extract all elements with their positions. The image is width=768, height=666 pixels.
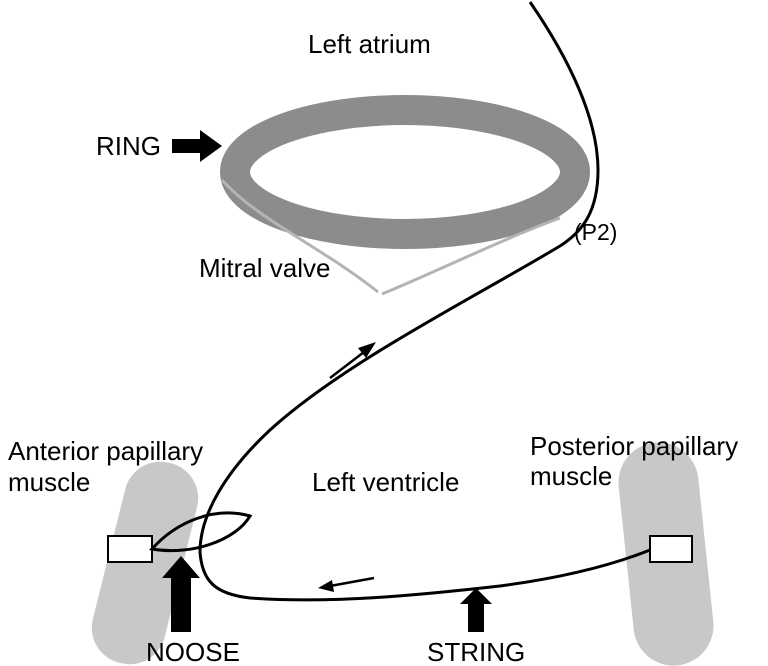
annuloplasty-ring [220,95,590,249]
anterior-papillary-label-line1: Anterior papillary [8,436,203,466]
anterior-papillary-label-line2: muscle [8,467,90,497]
ring-label: RING [96,131,161,161]
left-atrium-label: Left atrium [308,29,431,59]
noose-loop [149,511,253,553]
posterior-papillary-label-line2: muscle [530,461,612,491]
anterior-pledget [107,535,153,563]
suture-line-upper [198,1,600,553]
mitral-valve-label: Mitral valve [199,253,330,283]
mitral-valve-leaflet-anterior [220,178,379,294]
suture-line-lower [198,548,651,602]
posterior-papillary-muscle [618,442,714,666]
left-ventricle-label: Left ventricle [312,467,459,497]
direction-arrow-leftward [318,576,375,592]
string-arrow [460,588,492,632]
posterior-papillary-label-line1: Posterior papillary [530,431,738,461]
direction-arrow-upward [329,342,376,379]
p2-label: (P2) [574,219,617,245]
noose-arrow [162,556,200,632]
mitral-valve-leaflet-posterior [381,216,561,296]
posterior-pledget [649,535,693,563]
string-label: STRING [427,637,525,666]
ring-arrow [172,130,222,162]
noose-label: NOOSE [146,637,240,666]
anterior-papillary-muscle [91,461,199,665]
